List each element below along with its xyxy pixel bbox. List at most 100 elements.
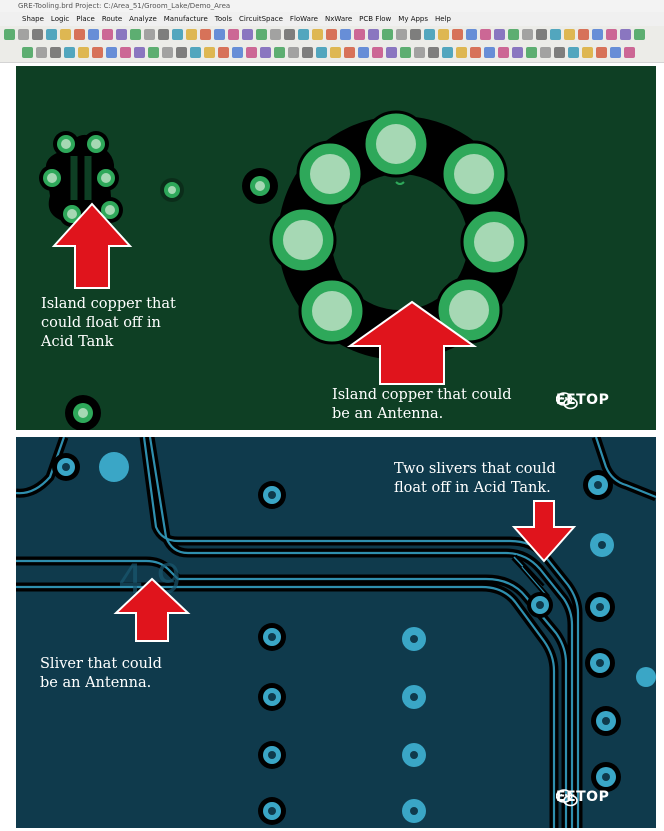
menu-help[interactable]: Help xyxy=(435,15,451,23)
toolbar-button[interactable] xyxy=(494,29,505,40)
toolbar-button[interactable] xyxy=(214,29,225,40)
toolbar-button[interactable] xyxy=(274,47,285,58)
toolbar-button[interactable] xyxy=(610,47,621,58)
toolbar-button[interactable] xyxy=(424,29,435,40)
toolbar-button[interactable] xyxy=(50,47,61,58)
toolbar-button[interactable] xyxy=(634,29,645,40)
toolbar-button[interactable] xyxy=(582,47,593,58)
toolbar-button[interactable] xyxy=(358,47,369,58)
toolbar-button[interactable] xyxy=(270,29,281,40)
toolbar-button[interactable] xyxy=(246,47,257,58)
toolbar-button[interactable] xyxy=(480,29,491,40)
toolbar-button[interactable] xyxy=(92,47,103,58)
toolbar-button[interactable] xyxy=(74,29,85,40)
toolbar-button[interactable] xyxy=(340,29,351,40)
toolbar-button[interactable] xyxy=(260,47,271,58)
toolbar-button[interactable] xyxy=(414,47,425,58)
toolbar-button[interactable] xyxy=(564,29,575,40)
toolbar-button[interactable] xyxy=(242,29,253,40)
toolbar-button[interactable] xyxy=(620,29,631,40)
menu-tools[interactable]: Tools xyxy=(214,15,233,23)
board-view-slivers[interactable]: 4 9 Two slivers that could float off in … xyxy=(16,437,656,828)
toolbar-button[interactable] xyxy=(106,47,117,58)
toolbar-button[interactable] xyxy=(18,29,29,40)
toolbar-button[interactable] xyxy=(330,47,341,58)
toolbar-button[interactable] xyxy=(624,47,635,58)
toolbar-button[interactable] xyxy=(452,29,463,40)
toolbar-button[interactable] xyxy=(326,29,337,40)
toolbar-button[interactable] xyxy=(550,29,561,40)
toolbar-button[interactable] xyxy=(484,47,495,58)
toolbar-button[interactable] xyxy=(288,47,299,58)
toolbar-button[interactable] xyxy=(312,29,323,40)
toolbar-button[interactable] xyxy=(22,47,33,58)
toolbar-button[interactable] xyxy=(428,47,439,58)
menu-place[interactable]: Place xyxy=(76,15,95,23)
menu-route[interactable]: Route xyxy=(101,15,123,23)
toolbar-button[interactable] xyxy=(186,29,197,40)
toolbar-button[interactable] xyxy=(102,29,113,40)
toolbar-button[interactable] xyxy=(372,47,383,58)
toolbar-button[interactable] xyxy=(116,29,127,40)
toolbar-button[interactable] xyxy=(536,29,547,40)
toolbar-button[interactable] xyxy=(284,29,295,40)
toolbar-button[interactable] xyxy=(596,47,607,58)
toolbar-button[interactable] xyxy=(526,47,537,58)
toolbar-button[interactable] xyxy=(396,29,407,40)
toolbar-button[interactable] xyxy=(148,47,159,58)
toolbar-button[interactable] xyxy=(456,47,467,58)
menu-analyze[interactable]: Analyze xyxy=(129,15,157,23)
toolbar-button[interactable] xyxy=(64,47,75,58)
menu-nxware[interactable]: NxWare xyxy=(324,15,353,23)
toolbar-button[interactable] xyxy=(606,29,617,40)
toolbar-button[interactable] xyxy=(578,29,589,40)
toolbar-button[interactable] xyxy=(466,29,477,40)
toolbar-button[interactable] xyxy=(190,47,201,58)
toolbar-button[interactable] xyxy=(368,29,379,40)
toolbar-button[interactable] xyxy=(134,47,145,58)
toolbar-button[interactable] xyxy=(130,29,141,40)
toolbar-button[interactable] xyxy=(158,29,169,40)
menu-my-apps[interactable]: My Apps xyxy=(398,15,429,23)
toolbar-button[interactable] xyxy=(46,29,57,40)
toolbar-button[interactable] xyxy=(120,47,131,58)
toolbar-button[interactable] xyxy=(512,47,523,58)
toolbar-button[interactable] xyxy=(508,29,519,40)
toolbar-button[interactable] xyxy=(200,29,211,40)
toolbar-button[interactable] xyxy=(256,29,267,40)
toolbar-button[interactable] xyxy=(568,47,579,58)
toolbar-button[interactable] xyxy=(176,47,187,58)
toolbar-button[interactable] xyxy=(386,47,397,58)
toolbar-button[interactable] xyxy=(442,47,453,58)
toolbar-button[interactable] xyxy=(344,47,355,58)
toolbar-button[interactable] xyxy=(228,29,239,40)
toolbar-button[interactable] xyxy=(554,47,565,58)
toolbar-button[interactable] xyxy=(4,29,15,40)
toolbar-button[interactable] xyxy=(522,29,533,40)
toolbar-button[interactable] xyxy=(36,47,47,58)
toolbar-button[interactable] xyxy=(410,29,421,40)
menu-manufacture[interactable]: Manufacture xyxy=(163,15,208,23)
menu-circuitspace[interactable]: CircuitSpace xyxy=(239,15,283,23)
toolbar-button[interactable] xyxy=(354,29,365,40)
toolbar-button[interactable] xyxy=(316,47,327,58)
toolbar-button[interactable] xyxy=(162,47,173,58)
toolbar-button[interactable] xyxy=(302,47,313,58)
toolbar-button[interactable] xyxy=(32,29,43,40)
menu-shape[interactable]: Shape xyxy=(22,15,44,23)
toolbar-button[interactable] xyxy=(144,29,155,40)
menu-logic[interactable]: Logic xyxy=(50,15,70,23)
toolbar-button[interactable] xyxy=(400,47,411,58)
toolbar-button[interactable] xyxy=(218,47,229,58)
toolbar-button[interactable] xyxy=(78,47,89,58)
toolbar-button[interactable] xyxy=(592,29,603,40)
toolbar-button[interactable] xyxy=(438,29,449,40)
toolbar-button[interactable] xyxy=(382,29,393,40)
toolbar-button[interactable] xyxy=(498,47,509,58)
toolbar-button[interactable] xyxy=(298,29,309,40)
toolbar-button[interactable] xyxy=(232,47,243,58)
toolbar-button[interactable] xyxy=(172,29,183,40)
toolbar-button[interactable] xyxy=(540,47,551,58)
menu-pcb-flow[interactable]: PCB Flow xyxy=(359,15,392,23)
toolbar-button[interactable] xyxy=(88,29,99,40)
